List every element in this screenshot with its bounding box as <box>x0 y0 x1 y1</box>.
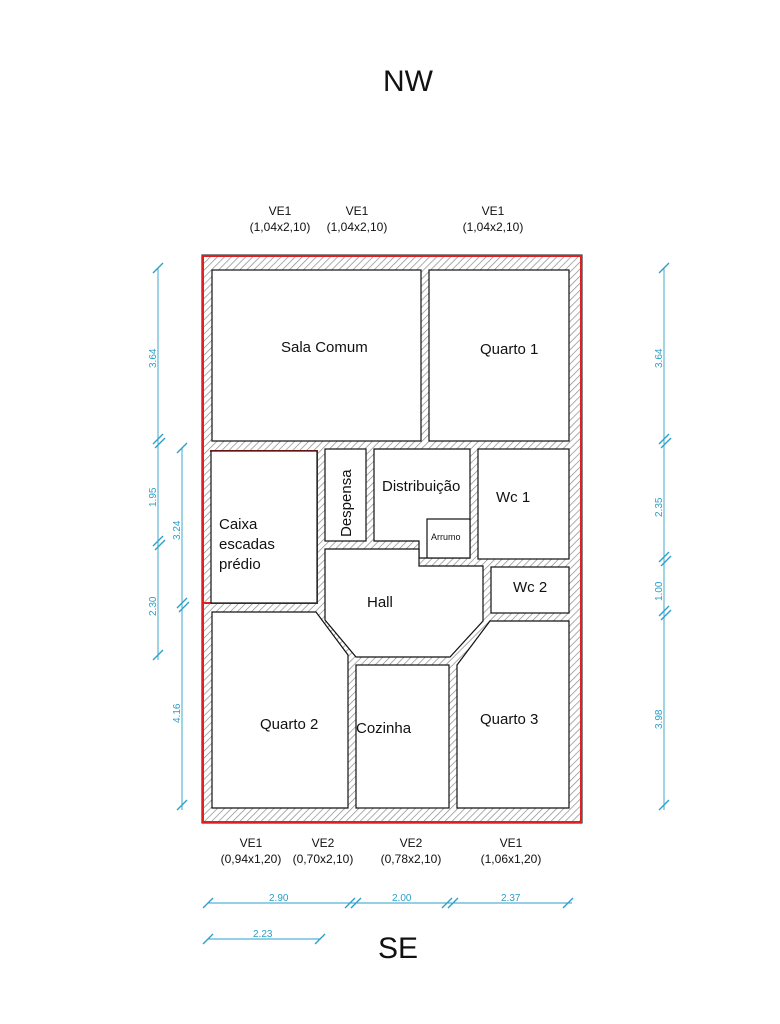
label-wc-1: Wc 1 <box>496 489 530 506</box>
room-despensa <box>324 448 367 542</box>
dimension-bottom-second: 2.23 <box>202 929 326 945</box>
compass-north: NW <box>383 65 434 98</box>
room-cozinha <box>355 664 450 809</box>
window-bottom-size: (0,78x2,10) <box>381 852 442 866</box>
dim-left-outer: 3.64 <box>148 348 159 368</box>
label-predio: prédio <box>219 556 261 573</box>
window-top-type: VE1 <box>269 204 292 218</box>
window-bottom-size: (0,94x1,20) <box>221 852 282 866</box>
window-bottom-type: VE1 <box>500 836 523 850</box>
label-despensa: Despensa <box>338 469 355 537</box>
dim-left-inner: 3.24 <box>172 520 183 540</box>
label-cozinha: Cozinha <box>356 720 412 737</box>
window-bottom-size: (0,70x2,10) <box>293 852 354 866</box>
room-sala-comum <box>211 269 422 442</box>
dim-right: 2.35 <box>654 497 665 517</box>
label-quarto-2: Quarto 2 <box>260 716 318 733</box>
window-top-type: VE1 <box>346 204 369 218</box>
window-bottom-size: (1,06x1,20) <box>481 852 542 866</box>
dim-bottom: 2.37 <box>501 893 521 904</box>
dimension-right: 3.64 2.35 1.00 3.98 <box>654 262 672 811</box>
window-bottom-type: VE1 <box>240 836 263 850</box>
compass-south: SE <box>378 932 418 965</box>
dimension-left-outer: 3.64 1.95 2.30 <box>148 262 166 661</box>
room-caixa-escadas <box>210 450 318 604</box>
window-top-size: (1,04x2,10) <box>463 220 524 234</box>
dimension-left-inner: 3.24 4.16 <box>172 442 190 811</box>
dim-right: 1.00 <box>654 581 665 601</box>
room-wc-1 <box>477 448 570 560</box>
dim-left-inner: 4.16 <box>172 703 183 723</box>
label-arrumo: Arrumo <box>431 532 461 542</box>
window-top-size: (1,04x2,10) <box>250 220 311 234</box>
window-bottom-type: VE2 <box>312 836 335 850</box>
dim-bottom: 2.90 <box>269 893 289 904</box>
room-quarto-1 <box>428 269 570 442</box>
room-arrumo <box>426 518 471 559</box>
room-quarto-3 <box>456 620 570 809</box>
dim-right: 3.64 <box>654 348 665 368</box>
dim-bottom-second: 2.23 <box>253 929 273 940</box>
room-quarto-2 <box>211 611 349 809</box>
window-top-type: VE1 <box>482 204 505 218</box>
label-quarto-3: Quarto 3 <box>480 711 538 728</box>
label-distribuicao: Distribuição <box>382 478 460 495</box>
dim-left-outer: 1.95 <box>148 487 159 507</box>
window-bottom-type: VE2 <box>400 836 423 850</box>
dimension-bottom: 2.90 2.00 2.37 <box>202 893 574 909</box>
label-wc-2: Wc 2 <box>513 579 547 596</box>
label-sala-comum: Sala Comum <box>281 339 368 356</box>
room-wc-2 <box>490 566 570 614</box>
label-caixa: Caixa <box>219 516 258 533</box>
label-quarto-1: Quarto 1 <box>480 341 538 358</box>
dim-bottom: 2.00 <box>392 893 412 904</box>
label-escadas: escadas <box>219 536 275 553</box>
label-hall: Hall <box>367 594 393 611</box>
dim-left-outer: 2.30 <box>148 596 159 616</box>
window-top-size: (1,04x2,10) <box>327 220 388 234</box>
dim-right: 3.98 <box>654 709 665 729</box>
room-hall <box>324 548 484 658</box>
